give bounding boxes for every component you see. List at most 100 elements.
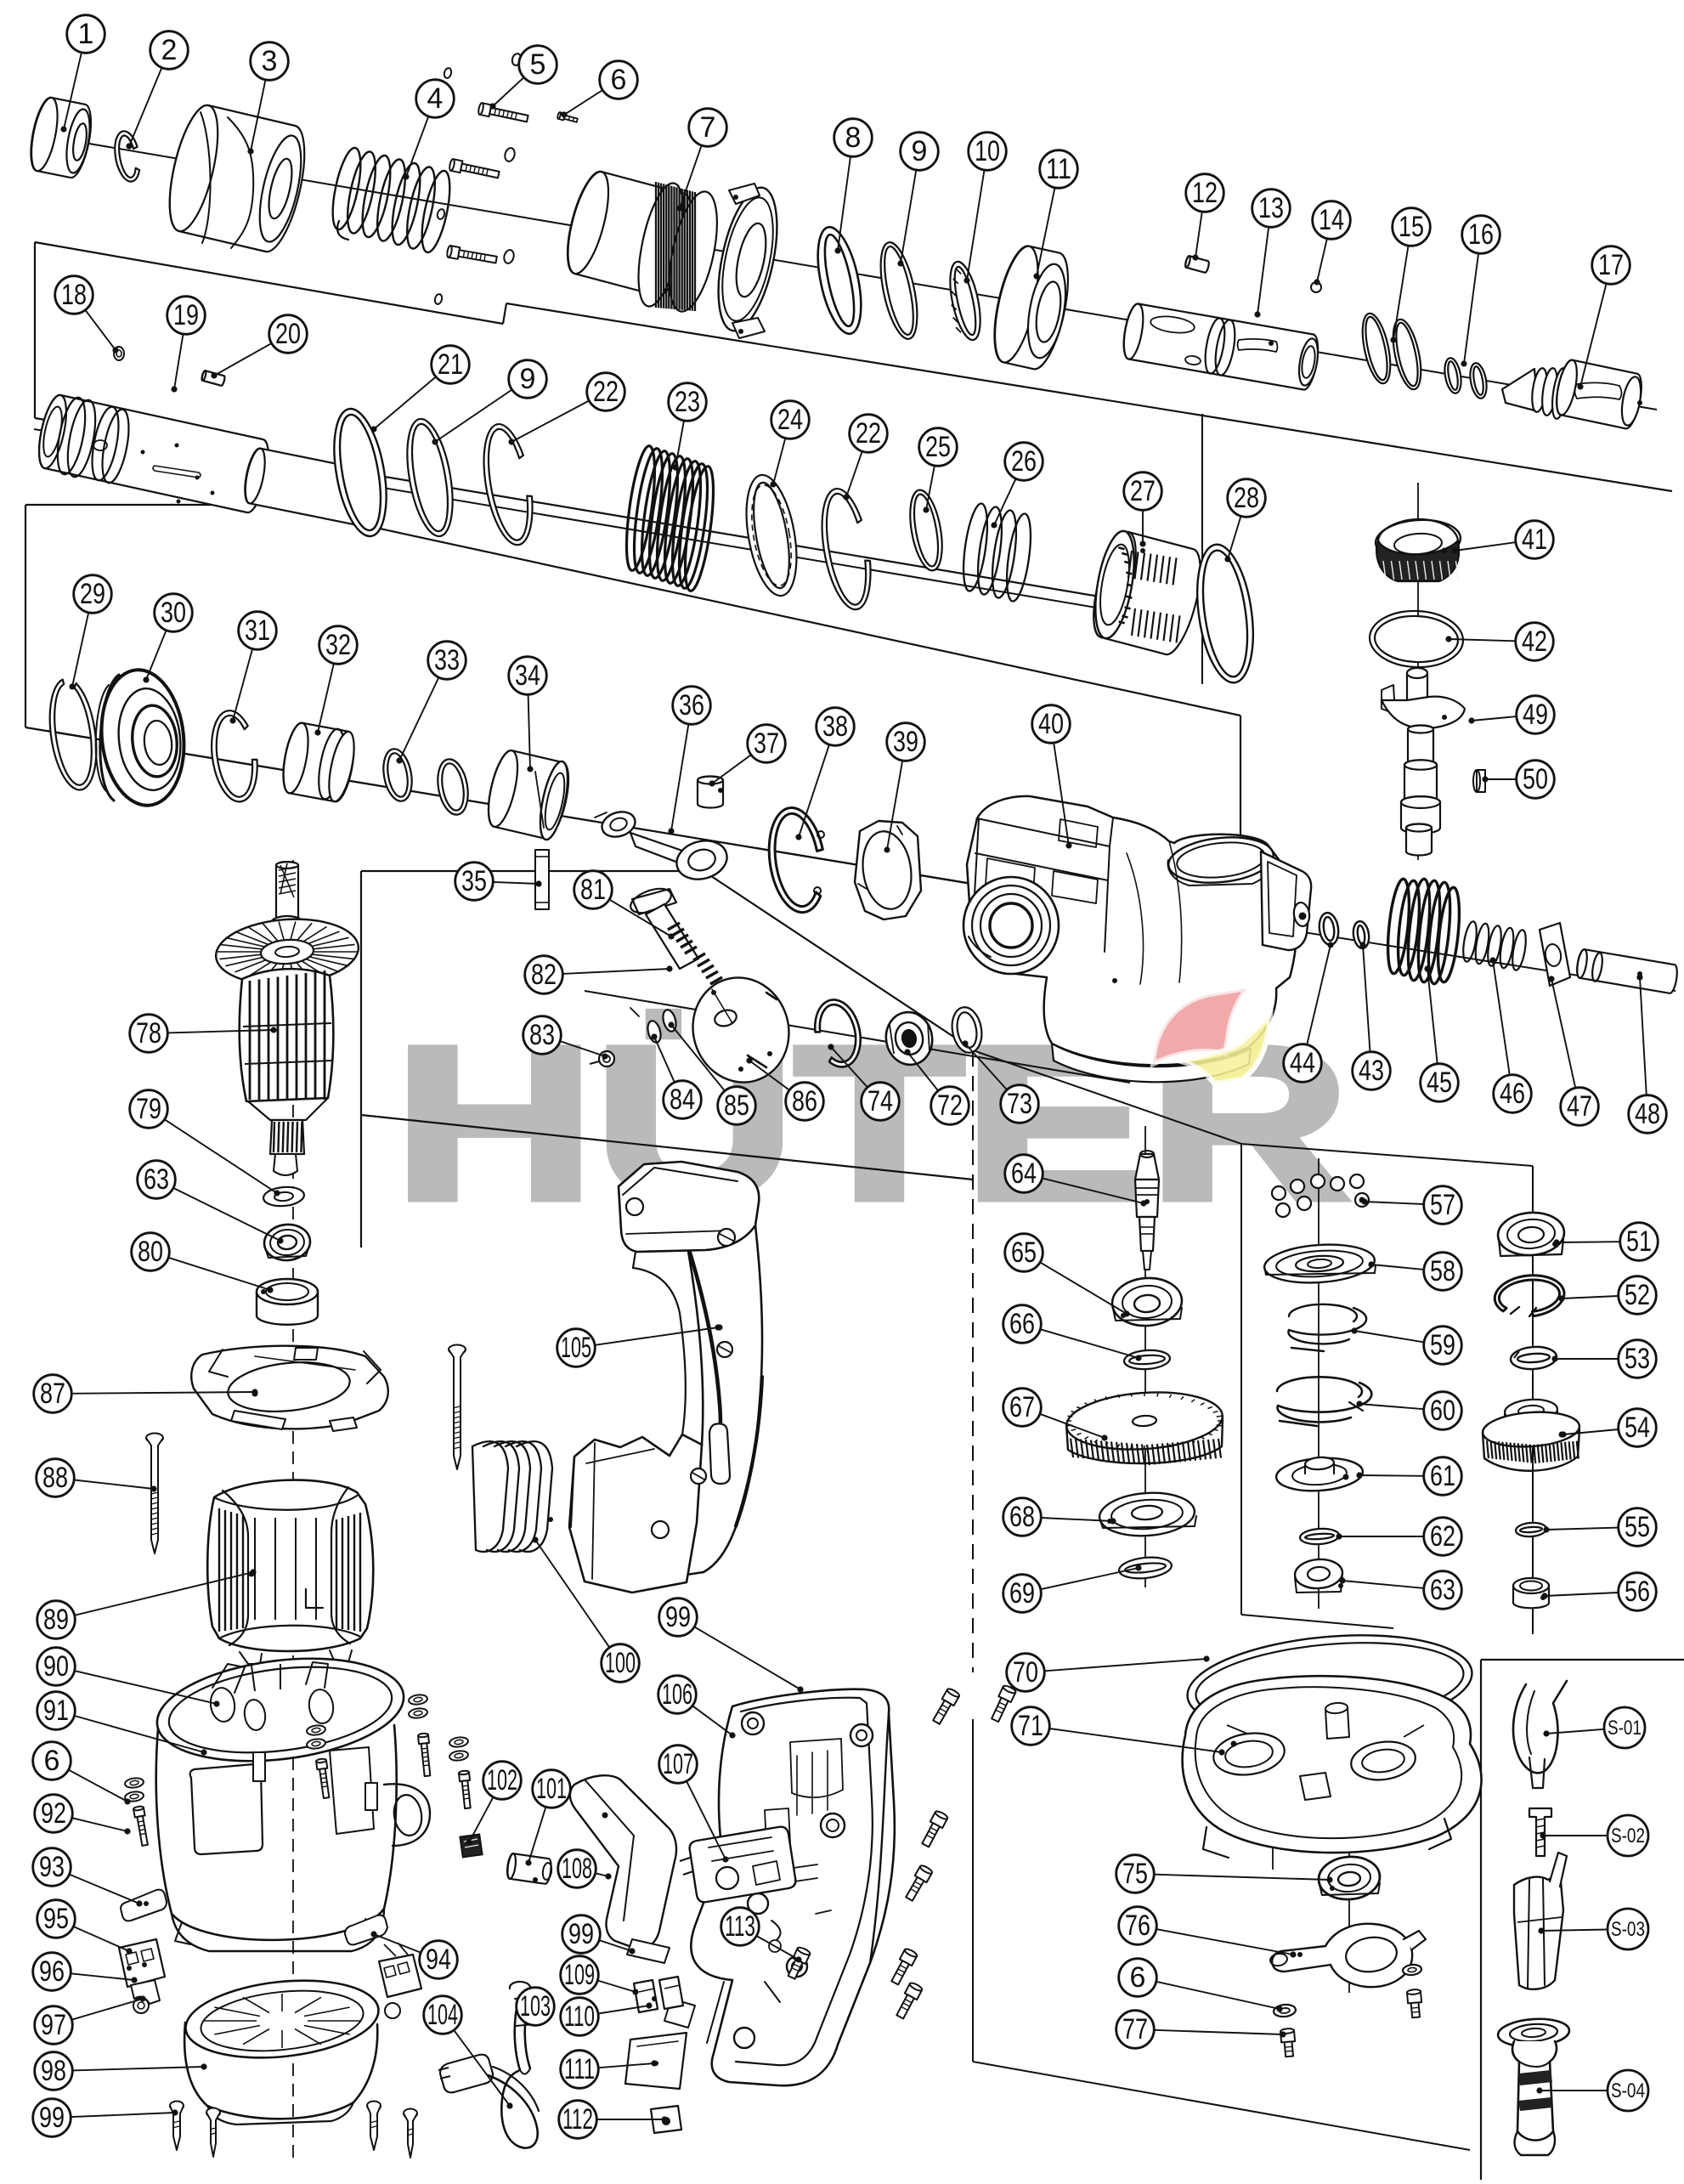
svg-text:89: 89 (43, 1604, 69, 1636)
svg-text:61: 61 (1430, 1460, 1455, 1492)
svg-text:62: 62 (1430, 1520, 1455, 1553)
svg-text:27: 27 (1130, 475, 1156, 507)
svg-text:69: 69 (1009, 1577, 1035, 1610)
svg-text:17: 17 (1598, 249, 1624, 281)
svg-text:57: 57 (1430, 1189, 1455, 1221)
svg-text:37: 37 (754, 727, 779, 760)
svg-text:20: 20 (275, 318, 301, 350)
svg-text:28: 28 (1234, 482, 1259, 514)
svg-text:105: 105 (561, 1332, 591, 1364)
svg-text:31: 31 (245, 614, 270, 647)
svg-text:40: 40 (1038, 708, 1064, 740)
svg-text:63: 63 (144, 1163, 169, 1196)
svg-text:42: 42 (1522, 625, 1547, 658)
svg-text:54: 54 (1625, 1412, 1650, 1444)
svg-text:50: 50 (1523, 763, 1548, 795)
svg-text:83: 83 (529, 1019, 555, 1051)
svg-text:82: 82 (531, 959, 557, 991)
svg-text:9: 9 (912, 135, 928, 167)
svg-text:43: 43 (1359, 1055, 1384, 1087)
svg-text:65: 65 (1011, 1236, 1037, 1269)
svg-text:85: 85 (724, 1089, 749, 1122)
svg-text:52: 52 (1625, 1279, 1650, 1311)
svg-text:73: 73 (1007, 1088, 1032, 1120)
svg-text:68: 68 (1009, 1501, 1035, 1533)
svg-text:13: 13 (1258, 192, 1284, 224)
svg-text:23: 23 (675, 386, 700, 418)
svg-text:108: 108 (562, 1853, 592, 1885)
svg-text:109: 109 (564, 1959, 595, 1991)
svg-text:1: 1 (78, 18, 94, 50)
svg-text:63: 63 (1430, 1574, 1455, 1606)
svg-text:33: 33 (434, 644, 460, 676)
svg-text:103: 103 (520, 1990, 551, 2023)
svg-text:99: 99 (665, 1601, 691, 1633)
svg-text:34: 34 (515, 659, 540, 692)
svg-text:74: 74 (867, 1085, 893, 1117)
svg-text:111: 111 (564, 2053, 595, 2085)
svg-text:35: 35 (461, 865, 487, 897)
svg-text:58: 58 (1430, 1255, 1455, 1287)
svg-text:36: 36 (679, 689, 704, 721)
svg-text:S-04: S-04 (1611, 2079, 1645, 2102)
svg-text:104: 104 (427, 1999, 458, 2031)
svg-text:93: 93 (39, 1851, 65, 1883)
svg-text:95: 95 (43, 1903, 69, 1935)
svg-text:79: 79 (136, 1093, 161, 1125)
svg-text:67: 67 (1009, 1391, 1035, 1423)
svg-text:91: 91 (43, 1695, 69, 1727)
svg-text:25: 25 (925, 431, 951, 463)
svg-text:76: 76 (1125, 1910, 1150, 1942)
svg-text:47: 47 (1567, 1090, 1592, 1123)
svg-text:75: 75 (1122, 1858, 1148, 1890)
svg-text:45: 45 (1427, 1067, 1452, 1099)
svg-text:3: 3 (262, 45, 278, 77)
svg-text:38: 38 (822, 710, 848, 743)
svg-text:66: 66 (1009, 1308, 1035, 1340)
svg-text:18: 18 (61, 279, 87, 311)
svg-text:59: 59 (1430, 1329, 1455, 1361)
svg-text:7: 7 (700, 111, 716, 144)
svg-text:44: 44 (1290, 1047, 1315, 1079)
svg-text:71: 71 (1018, 1710, 1043, 1742)
svg-text:6: 6 (1130, 1961, 1146, 1994)
svg-text:112: 112 (562, 2103, 593, 2136)
svg-text:S-03: S-03 (1611, 1918, 1645, 1941)
svg-text:84: 84 (670, 1084, 695, 1116)
svg-text:5: 5 (530, 48, 546, 81)
svg-text:72: 72 (937, 1089, 963, 1122)
svg-text:41: 41 (1522, 523, 1547, 556)
svg-text:8: 8 (845, 122, 862, 154)
svg-text:6: 6 (44, 1745, 60, 1777)
svg-text:S-01: S-01 (1608, 1717, 1642, 1740)
svg-text:29: 29 (80, 578, 105, 610)
svg-text:48: 48 (1635, 1098, 1660, 1130)
svg-text:90: 90 (43, 1650, 69, 1683)
svg-text:15: 15 (1399, 211, 1424, 243)
svg-text:97: 97 (41, 2009, 66, 2041)
svg-text:87: 87 (40, 1378, 65, 1410)
svg-text:49: 49 (1523, 699, 1548, 731)
svg-text:26: 26 (1011, 445, 1037, 478)
svg-text:30: 30 (161, 597, 186, 629)
svg-text:77: 77 (1122, 2013, 1148, 2045)
svg-text:4: 4 (427, 82, 444, 115)
svg-text:81: 81 (580, 874, 606, 906)
svg-text:S-02: S-02 (1611, 1825, 1645, 1847)
svg-text:106: 106 (662, 1678, 692, 1711)
svg-text:96: 96 (39, 1955, 65, 1988)
svg-text:110: 110 (564, 2000, 595, 2033)
svg-text:39: 39 (893, 726, 918, 758)
svg-text:86: 86 (792, 1085, 817, 1117)
svg-text:56: 56 (1625, 1576, 1650, 1608)
svg-text:22: 22 (856, 417, 881, 450)
svg-text:78: 78 (136, 1017, 161, 1050)
svg-text:11: 11 (1046, 153, 1071, 185)
svg-text:22: 22 (593, 376, 619, 408)
svg-text:12: 12 (1192, 177, 1218, 209)
svg-text:32: 32 (325, 629, 351, 661)
svg-text:21: 21 (438, 348, 463, 381)
svg-text:107: 107 (663, 1748, 693, 1780)
svg-text:60: 60 (1430, 1395, 1455, 1427)
svg-text:14: 14 (1319, 204, 1344, 236)
